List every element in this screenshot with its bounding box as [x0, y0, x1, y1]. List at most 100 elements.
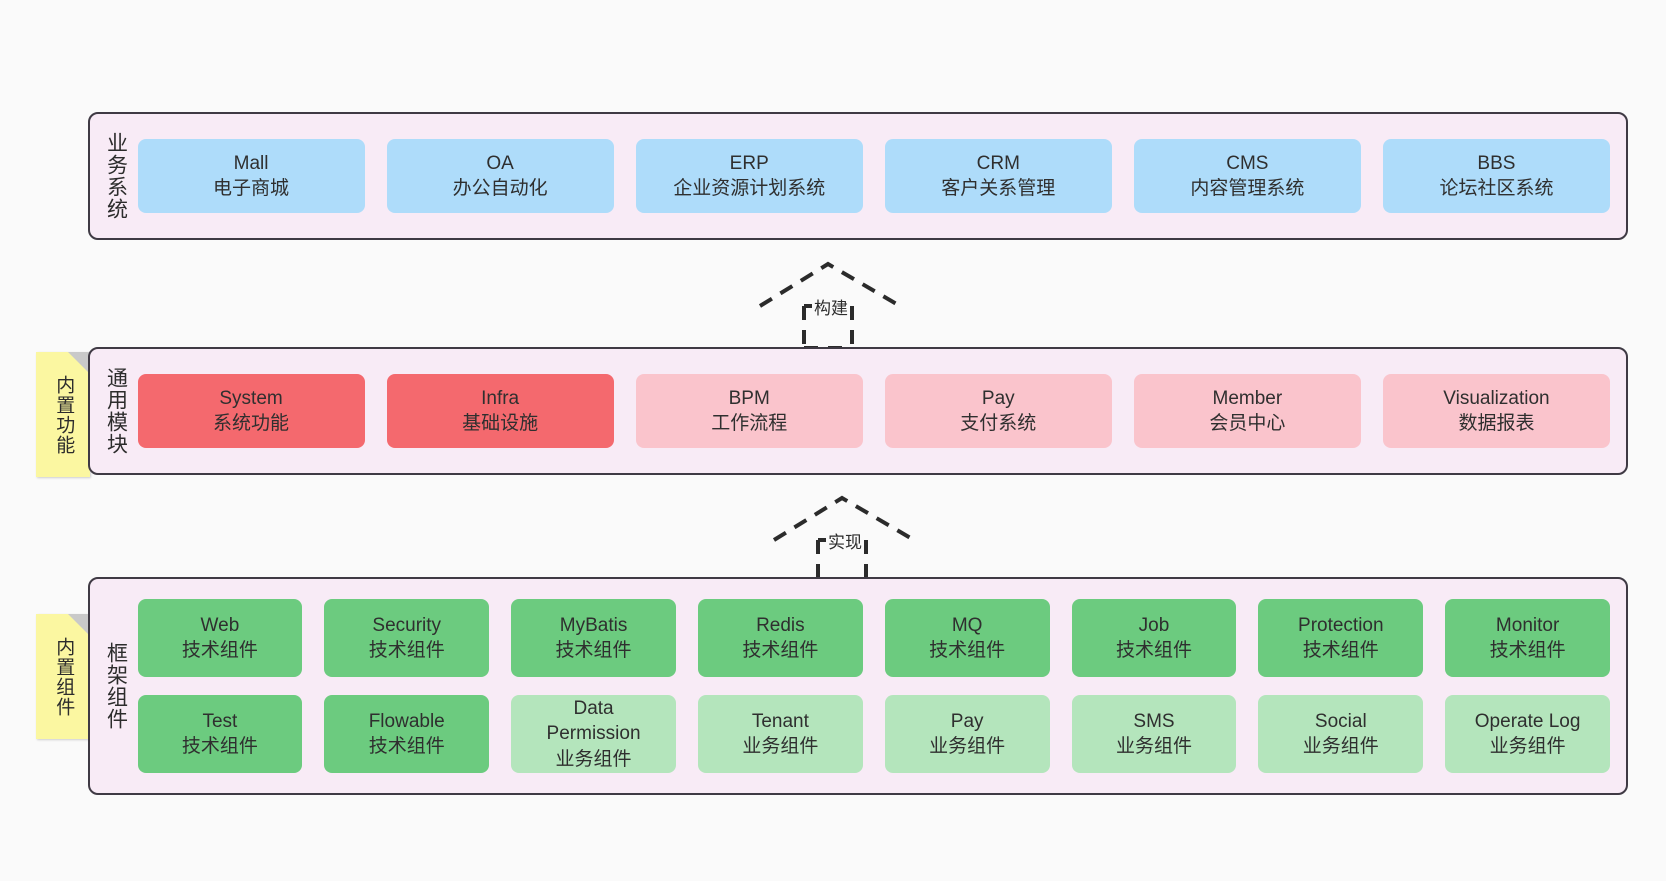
card-pay[interactable]: Pay 支付系统 [884, 374, 1112, 448]
card-subtitle: 客户关系管理 [941, 178, 1056, 199]
card-subtitle: 业务组件 [1115, 736, 1192, 757]
card-title: Test [202, 710, 238, 732]
card-subtitle: 系统功能 [213, 413, 290, 434]
card-pay-business[interactable]: Pay 业务组件 [884, 695, 1050, 773]
card-mall[interactable]: Mall 电子商城 [137, 139, 365, 213]
card-title: Tenant [751, 710, 809, 732]
card-subtitle: 业务组件 [929, 736, 1006, 757]
card-title: Social [1314, 710, 1367, 732]
sticky-note-label: 内置组件 [53, 636, 75, 717]
card-web[interactable]: Web 技术组件 [137, 599, 303, 677]
card-protection[interactable]: Protection 技术组件 [1258, 599, 1424, 677]
card-job[interactable]: Job 技术组件 [1071, 599, 1237, 677]
card-title: Flowable [368, 710, 445, 732]
sticky-note-builtin-features: 内置功能 [36, 352, 90, 477]
layer-framework-components: 框架组件 Web 技术组件 Security 技术组件 MyBatis 技术组件… [88, 577, 1628, 795]
layer-cards-business-systems: Mall 电子商城 OA 办公自动化 ERP 企业资源计划系统 CRM 客户关系… [134, 114, 1626, 238]
card-security[interactable]: Security 技术组件 [324, 599, 490, 677]
layer-common-modules: 通用模块 System 系统功能 Infra 基础设施 BPM 工作流程 Pay… [88, 347, 1628, 475]
card-subtitle: 技术组件 [555, 640, 632, 661]
connector-implement: 实现 [766, 492, 926, 584]
card-subtitle: 技术组件 [1489, 640, 1566, 661]
card-test[interactable]: Test 技术组件 [137, 695, 303, 773]
card-subtitle: 技术组件 [181, 640, 258, 661]
card-title: BPM [728, 387, 770, 409]
card-operate-log[interactable]: Operate Log 业务组件 [1445, 695, 1611, 773]
card-flowable[interactable]: Flowable 技术组件 [324, 695, 490, 773]
card-cms[interactable]: CMS 内容管理系统 [1133, 139, 1361, 213]
card-data-permission[interactable]: Data Permission 业务组件 [511, 695, 676, 773]
card-subtitle: 基础设施 [462, 413, 539, 434]
card-title: System [219, 387, 283, 409]
card-system[interactable]: System 系统功能 [137, 374, 365, 448]
card-subtitle: 业务组件 [1489, 736, 1566, 757]
card-mq[interactable]: MQ 技术组件 [884, 599, 1050, 677]
card-title: Member [1212, 387, 1283, 409]
card-title: Web [200, 614, 240, 636]
card-title: SMS [1133, 710, 1175, 732]
card-title: Data Permission [546, 697, 641, 745]
card-mybatis[interactable]: MyBatis 技术组件 [511, 599, 676, 677]
card-title: Protection [1298, 614, 1384, 636]
layer-title-framework-components: 框架组件 [104, 642, 128, 730]
card-row: System 系统功能 Infra 基础设施 BPM 工作流程 Pay 支付系统… [137, 374, 1610, 448]
card-subtitle: 内容管理系统 [1190, 178, 1305, 199]
card-title: Pay [950, 710, 984, 732]
sticky-note-label: 内置功能 [53, 374, 75, 455]
card-subtitle: 电子商城 [213, 178, 290, 199]
card-monitor[interactable]: Monitor 技术组件 [1445, 599, 1611, 677]
connector-build-label: 构建 [812, 294, 850, 319]
card-bbs[interactable]: BBS 论坛社区系统 [1382, 139, 1610, 213]
layer-cards-framework-components: Web 技术组件 Security 技术组件 MyBatis 技术组件 Redi… [134, 579, 1626, 793]
card-title: Security [372, 614, 442, 636]
card-title: Job [1138, 614, 1170, 636]
card-subtitle: 工作流程 [711, 413, 788, 434]
card-subtitle: 会员中心 [1209, 413, 1286, 434]
card-subtitle: 技术组件 [742, 640, 819, 661]
card-subtitle: 支付系统 [960, 413, 1037, 434]
card-subtitle: 技术组件 [181, 736, 258, 757]
card-bpm[interactable]: BPM 工作流程 [635, 374, 863, 448]
card-infra[interactable]: Infra 基础设施 [386, 374, 614, 448]
card-title: CMS [1226, 152, 1269, 174]
card-title: Pay [981, 387, 1015, 409]
card-subtitle: 业务组件 [1302, 736, 1379, 757]
sticky-fold-corner-icon [68, 614, 90, 636]
layer-title-business-systems: 业务系统 [104, 132, 128, 220]
card-title: CRM [976, 152, 1020, 174]
connector-build: 构建 [752, 258, 912, 350]
card-visualization[interactable]: Visualization 数据报表 [1382, 374, 1610, 448]
card-title: OA [486, 152, 514, 174]
card-title: Redis [756, 614, 805, 636]
card-subtitle: 企业资源计划系统 [673, 178, 826, 199]
card-oa[interactable]: OA 办公自动化 [386, 139, 614, 213]
card-subtitle: 技术组件 [1302, 640, 1379, 661]
card-subtitle: 办公自动化 [452, 178, 548, 199]
layer-title-common-modules: 通用模块 [104, 367, 128, 455]
card-subtitle: 技术组件 [929, 640, 1006, 661]
card-sms[interactable]: SMS 业务组件 [1071, 695, 1237, 773]
card-title: MQ [951, 614, 983, 636]
card-row: Mall 电子商城 OA 办公自动化 ERP 企业资源计划系统 CRM 客户关系… [137, 139, 1610, 213]
card-title: ERP [729, 152, 769, 174]
layer-business-systems: 业务系统 Mall 电子商城 OA 办公自动化 ERP 企业资源计划系统 CRM… [88, 112, 1628, 240]
card-social[interactable]: Social 业务组件 [1258, 695, 1424, 773]
card-subtitle: 技术组件 [1115, 640, 1192, 661]
card-title: Operate Log [1474, 710, 1581, 732]
sticky-note-builtin-components: 内置组件 [36, 614, 90, 739]
card-title: Monitor [1495, 614, 1560, 636]
card-erp[interactable]: ERP 企业资源计划系统 [635, 139, 863, 213]
card-title: Infra [481, 387, 520, 409]
card-row: Test 技术组件 Flowable 技术组件 Data Permission … [137, 695, 1611, 773]
card-crm[interactable]: CRM 客户关系管理 [884, 139, 1112, 213]
card-subtitle: 业务组件 [555, 748, 632, 770]
card-title: BBS [1477, 152, 1516, 174]
card-member[interactable]: Member 会员中心 [1133, 374, 1361, 448]
card-title: MyBatis [559, 614, 628, 636]
card-tenant[interactable]: Tenant 业务组件 [697, 695, 863, 773]
card-row: Web 技术组件 Security 技术组件 MyBatis 技术组件 Redi… [137, 599, 1611, 677]
card-title: Mall [233, 152, 269, 174]
card-redis[interactable]: Redis 技术组件 [697, 599, 863, 677]
layer-cards-common-modules: System 系统功能 Infra 基础设施 BPM 工作流程 Pay 支付系统… [134, 349, 1626, 473]
